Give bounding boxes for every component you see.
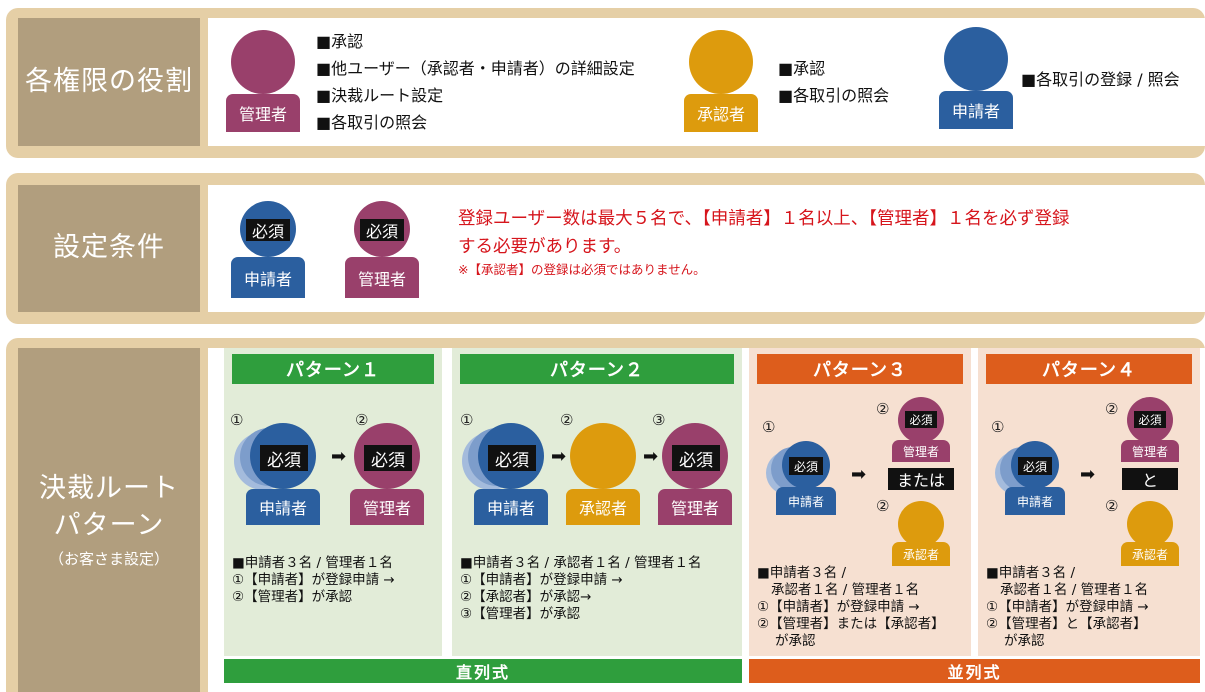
admin-role-item: ■承認 <box>316 32 364 51</box>
desc-line: ①【申請者】が登録申請 → <box>757 599 920 615</box>
required-tag: 必須 <box>789 457 823 475</box>
required-tag: 必須 <box>260 445 308 471</box>
arrow-right-icon: ➡ <box>851 464 867 485</box>
step-number: ① <box>230 411 244 429</box>
or-connector: または <box>888 468 954 490</box>
required-tag: 必須 <box>360 219 404 241</box>
conditions-label: 設定条件 <box>53 232 165 264</box>
desc-line: ②【管理者】が承認 <box>232 589 353 605</box>
step-number: ① <box>460 411 474 429</box>
condition-note: ※【承認者】の登録は必須ではありません。 <box>458 262 706 277</box>
step-number: ② <box>1105 497 1119 515</box>
admin-badge: 管理者 <box>892 440 950 462</box>
desc-line: ■申請者３名 / 管理者１名 <box>232 555 393 571</box>
admin-badge: 管理者 <box>1121 440 1179 462</box>
arrow-right-icon: ➡ <box>1080 464 1096 485</box>
approver-role-item: ■各取引の照会 <box>778 86 890 105</box>
parallel-label: 並列式 <box>749 659 1200 683</box>
roles-label: 各権限の役割 <box>25 65 193 97</box>
patterns-label-line2: パターン <box>53 509 165 541</box>
required-tag: 必須 <box>488 445 536 471</box>
pattern3-desc: ■申請者３名 / 承認者１名 / 管理者１名 ①【申請者】が登録申請 → ②【管… <box>757 565 945 650</box>
conditions-label-cell: 設定条件 <box>18 185 200 312</box>
desc-line: ①【申請者】が登録申請 → <box>460 572 623 588</box>
applicant-role-item: ■各取引の登録 / 照会 <box>1021 70 1180 89</box>
applicant-badge: 申請者 <box>1005 487 1065 515</box>
desc-line: ②【管理者】または【承認者】 <box>757 616 945 632</box>
arrow-right-icon: ➡ <box>331 446 347 467</box>
roles-label-cell: 各権限の役割 <box>18 18 200 146</box>
arrow-right-icon: ➡ <box>551 446 567 467</box>
approver-badge: 承認者 <box>566 489 640 525</box>
patterns-label-cell: 決裁ルート パターン （お客さま設定） <box>18 348 200 692</box>
step-number: ① <box>762 418 776 436</box>
desc-line: が承認 <box>1004 633 1045 649</box>
desc-line: ③【管理者】が承認 <box>460 606 581 622</box>
step-number: ② <box>560 411 574 429</box>
admin-badge: 管理者 <box>658 489 732 525</box>
desc-line: ①【申請者】が登録申請 → <box>232 572 395 588</box>
desc-line: ■申請者３名 / <box>986 565 1076 581</box>
approver-badge: 承認者 <box>1121 542 1179 566</box>
approver-badge: 承認者 <box>684 94 758 132</box>
required-tag: 必須 <box>1018 457 1052 475</box>
admin-badge: 管理者 <box>350 489 424 525</box>
condition-main-text: 登録ユーザー数は最大５名で、【申請者】１名以上、【管理者】１名を必ず登録 <box>458 209 1070 229</box>
desc-line: 承認者１名 / 管理者１名 <box>771 582 920 598</box>
step-number: ② <box>355 411 369 429</box>
pattern4-desc: ■申請者３名 / 承認者１名 / 管理者１名 ①【申請者】が登録申請 → ②【管… <box>986 565 1149 650</box>
desc-line: ■申請者３名 / 承認者１名 / 管理者１名 <box>460 555 702 571</box>
serial-label: 直列式 <box>224 659 742 683</box>
required-tag: 必須 <box>364 445 412 471</box>
pattern2-desc: ■申請者３名 / 承認者１名 / 管理者１名 ①【申請者】が登録申請 → ②【承… <box>460 555 702 623</box>
required-tag: 必須 <box>1134 411 1166 428</box>
step-number: ② <box>876 400 890 418</box>
approver-badge: 承認者 <box>892 542 950 566</box>
step-number: ① <box>991 418 1005 436</box>
admin-badge: 管理者 <box>345 257 419 298</box>
condition-main-text: する必要があります。 <box>458 237 632 257</box>
applicant-badge: 申請者 <box>474 489 548 525</box>
admin-role-item: ■各取引の照会 <box>316 113 428 132</box>
pattern3-title: パターン３ <box>757 354 963 384</box>
required-tag: 必須 <box>905 411 937 428</box>
admin-badge: 管理者 <box>226 94 300 132</box>
admin-role-item: ■他ユーザー（承認者・申請者）の詳細設定 <box>316 59 635 78</box>
pattern4-title: パターン４ <box>986 354 1192 384</box>
approver-role-item: ■承認 <box>778 59 826 78</box>
and-connector: と <box>1122 468 1178 490</box>
pattern1-title: パターン１ <box>232 354 434 384</box>
applicant-badge: 申請者 <box>231 257 305 298</box>
applicant-badge: 申請者 <box>776 487 836 515</box>
pattern2-title: パターン２ <box>460 354 734 384</box>
step-number: ③ <box>652 411 666 429</box>
step-number: ② <box>876 497 890 515</box>
applicant-badge: 申請者 <box>246 489 320 525</box>
desc-line: ①【申請者】が登録申請 → <box>986 599 1149 615</box>
pattern1-desc: ■申請者３名 / 管理者１名 ①【申請者】が登録申請 → ②【管理者】が承認 <box>232 555 395 606</box>
desc-line: が承認 <box>775 633 816 649</box>
patterns-label-line1: 決裁ルート <box>39 473 179 505</box>
applicant-badge: 申請者 <box>939 91 1013 129</box>
desc-line: ②【管理者】と【承認者】 <box>986 616 1147 632</box>
required-tag: 必須 <box>672 445 720 471</box>
desc-line: ■申請者３名 / <box>757 565 847 581</box>
required-tag: 必須 <box>246 219 290 241</box>
patterns-label-sub: （お客さま設定） <box>48 549 169 568</box>
desc-line: ②【承認者】が承認→ <box>460 589 592 605</box>
desc-line: 承認者１名 / 管理者１名 <box>1000 582 1149 598</box>
admin-role-item: ■決裁ルート設定 <box>316 86 444 105</box>
step-number: ② <box>1105 400 1119 418</box>
arrow-right-icon: ➡ <box>643 446 659 467</box>
